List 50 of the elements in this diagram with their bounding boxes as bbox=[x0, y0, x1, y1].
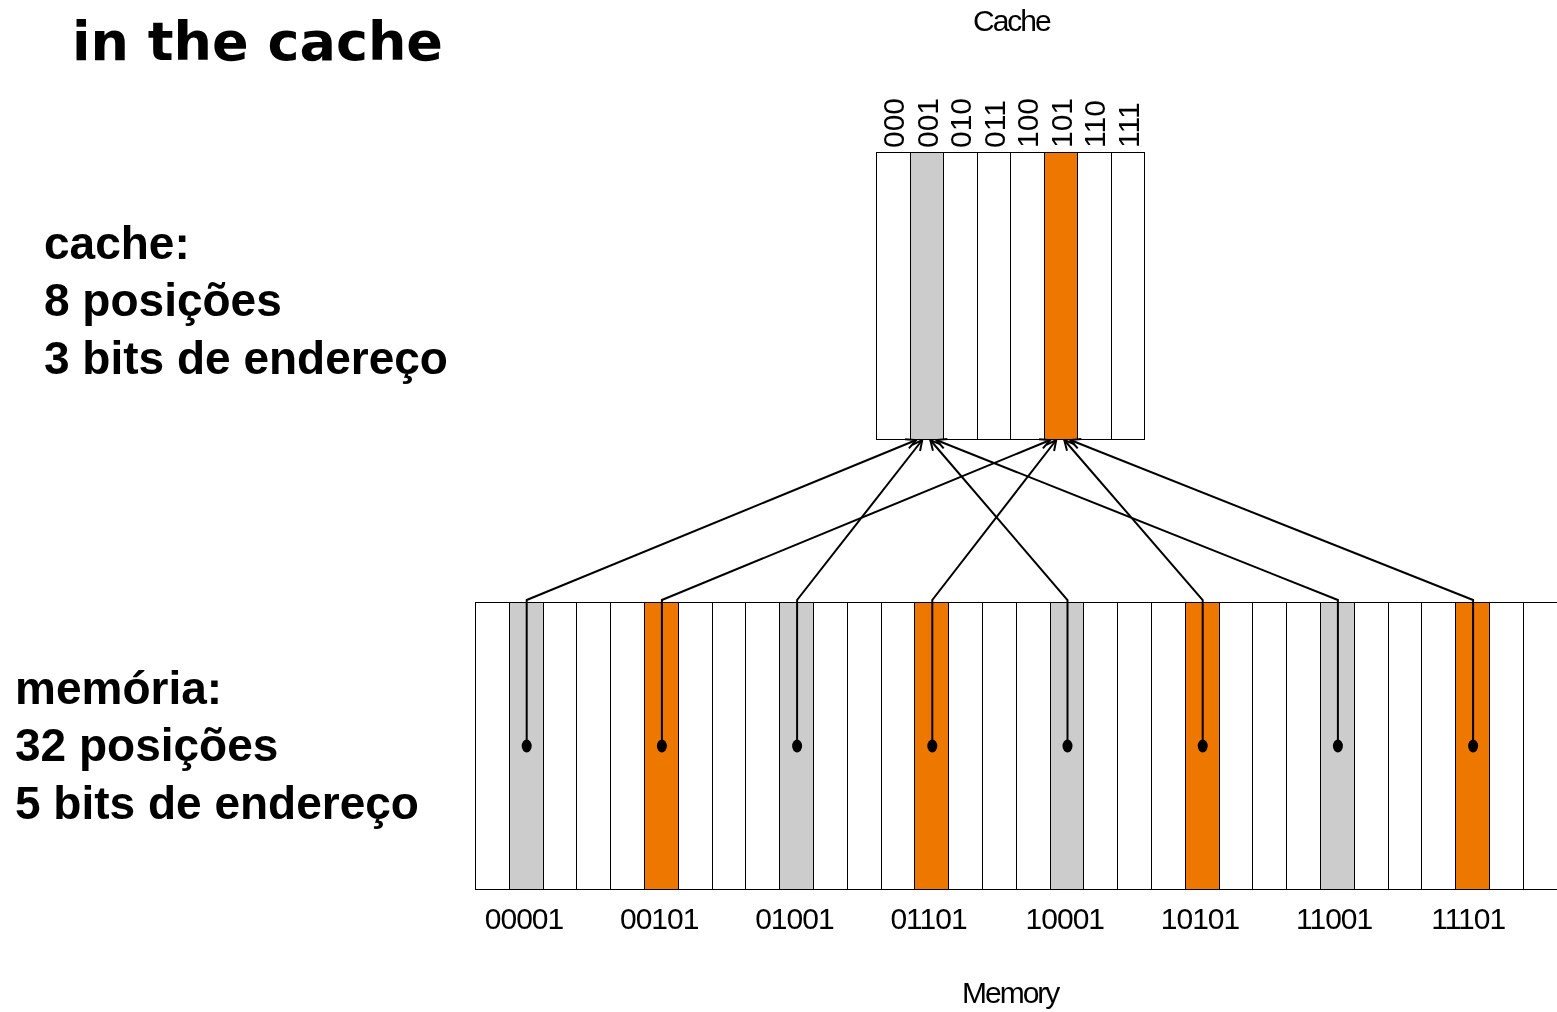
memory-cell bbox=[1421, 602, 1457, 890]
memory-cell bbox=[1117, 602, 1152, 890]
memory-cell bbox=[1522, 602, 1557, 890]
arrow bbox=[521, 438, 918, 753]
memory-cell bbox=[1083, 602, 1119, 890]
note-text: 3 bits de endereço bbox=[44, 331, 448, 385]
index-label: 100 bbox=[1011, 96, 1045, 148]
block-title: Memory bbox=[962, 976, 1059, 1010]
address-label: 00001 bbox=[484, 902, 564, 936]
address-label: 10101 bbox=[1160, 902, 1240, 936]
title: in the cache bbox=[72, 10, 443, 73]
index-label: 010 bbox=[944, 96, 978, 148]
memory-cell bbox=[982, 602, 1017, 890]
index-label: 000 bbox=[877, 96, 911, 148]
memory-cell bbox=[1286, 602, 1321, 890]
arrow bbox=[1069, 438, 1479, 753]
note-text: 5 bits de endereço bbox=[15, 776, 419, 830]
memory-cell bbox=[576, 602, 612, 890]
address-label: 01101 bbox=[890, 902, 967, 936]
address-label: 01001 bbox=[755, 902, 834, 936]
memory-cell bbox=[948, 602, 983, 890]
index-label: 110 bbox=[1078, 99, 1112, 148]
block-title: Cache bbox=[973, 4, 1050, 38]
index-label: 101 bbox=[1044, 96, 1079, 148]
memory-cell bbox=[813, 602, 848, 890]
note-text: cache: bbox=[44, 216, 190, 270]
index-label: 011 bbox=[977, 99, 1012, 148]
memory-cell bbox=[1015, 602, 1051, 890]
index-label: 111 bbox=[1111, 101, 1146, 148]
address-label: 11001 bbox=[1296, 902, 1373, 936]
address-label: 11101 bbox=[1431, 902, 1506, 936]
arrow bbox=[935, 438, 1343, 753]
memory-cell bbox=[846, 602, 882, 890]
arrow bbox=[792, 439, 924, 753]
memory-cell bbox=[677, 602, 713, 890]
memory-cell bbox=[610, 602, 645, 890]
arrow bbox=[1063, 439, 1208, 753]
address-label: 10001 bbox=[1025, 902, 1105, 936]
index-label: 001 bbox=[910, 96, 945, 148]
memory-cell bbox=[1252, 602, 1288, 890]
arrow bbox=[656, 438, 1052, 753]
note-text: memória: bbox=[15, 661, 223, 715]
memory-cell bbox=[745, 602, 781, 890]
note-text: 32 posições bbox=[15, 718, 279, 772]
memory-cell bbox=[475, 602, 510, 890]
memory-cell bbox=[1489, 602, 1524, 890]
memory-cell bbox=[1353, 602, 1389, 890]
memory-cell bbox=[1151, 602, 1186, 890]
note-text: 8 posições bbox=[44, 273, 282, 327]
address-label: 00101 bbox=[620, 902, 699, 936]
